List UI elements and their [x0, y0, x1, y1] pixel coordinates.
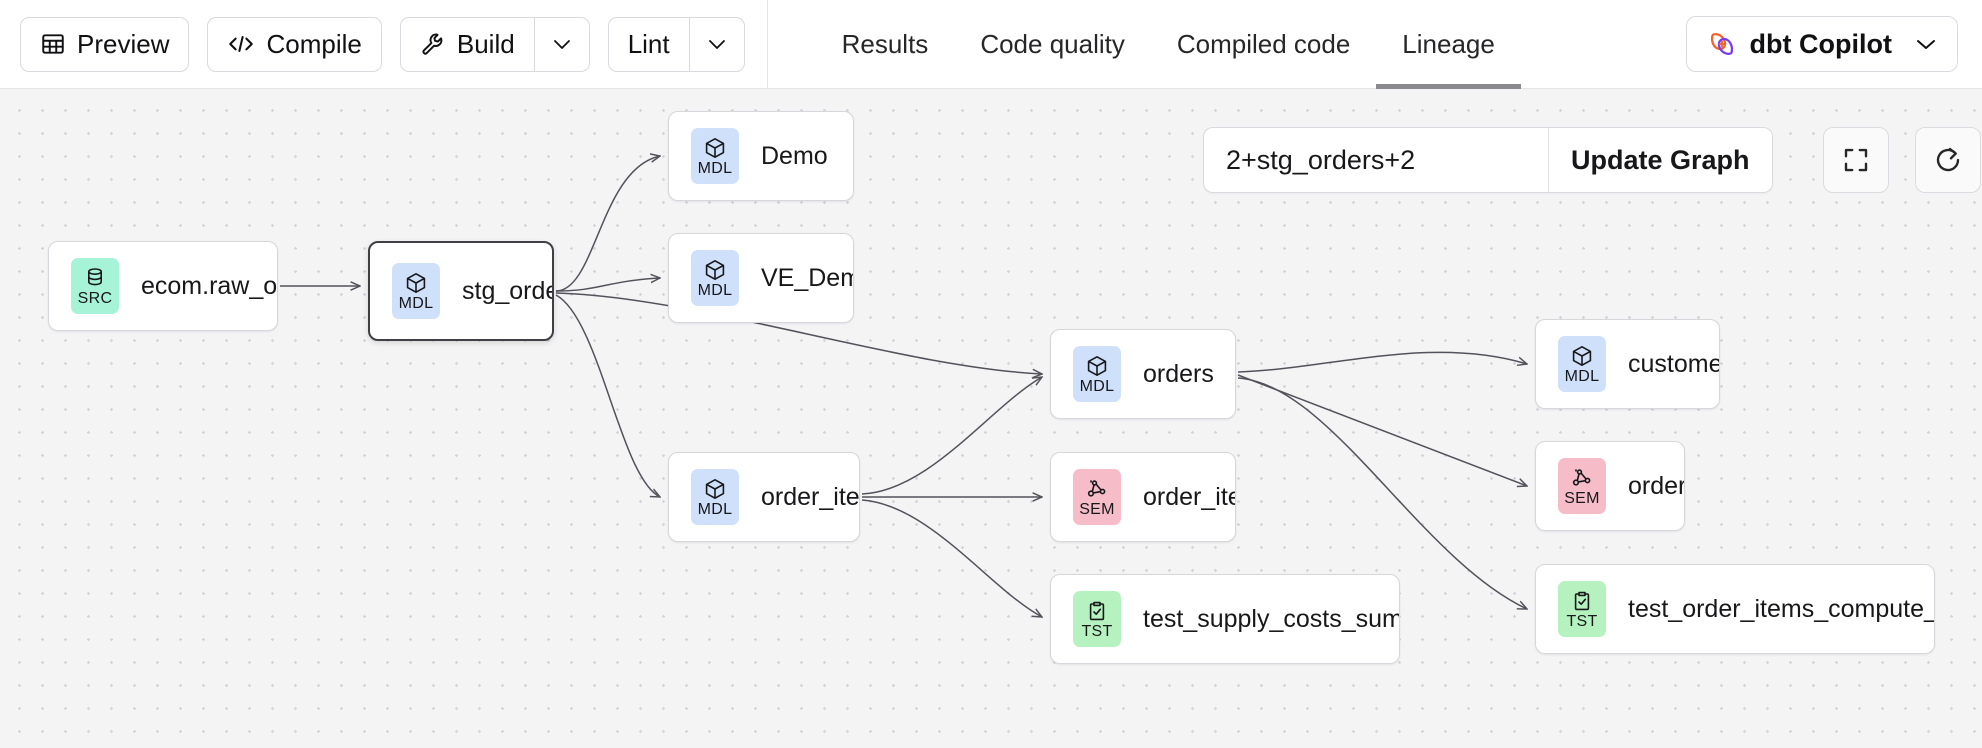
lineage-node-orders_sem[interactable]: SEM orders — [1535, 441, 1685, 531]
lint-button-label: Lint — [627, 28, 670, 59]
node-type-badge-tst: TST — [1558, 581, 1606, 637]
toolbar-divider — [766, 0, 768, 89]
refresh-button[interactable] — [1914, 127, 1981, 193]
cube-icon — [703, 258, 727, 282]
cube-icon — [1085, 354, 1109, 378]
refresh-icon — [1933, 145, 1963, 175]
node-label: stg_orders — [462, 276, 552, 305]
lineage-node-demo[interactable]: MDL Demo — [668, 111, 854, 201]
node-label: orders — [1628, 471, 1684, 500]
chevron-down-icon — [707, 37, 727, 51]
node-label: customers — [1628, 349, 1719, 378]
node-type-badge-tst: TST — [1073, 591, 1121, 647]
dbt-copilot-label: dbt Copilot — [1749, 28, 1892, 59]
fullscreen-button[interactable] — [1822, 127, 1889, 193]
lineage-canvas[interactable]: Update Graph SRCecom.raw_ordersMDLstg_or… — [0, 89, 1982, 748]
node-type-label: MDL — [697, 159, 733, 177]
result-pane-tabs: Results Code quality Compiled code Linea… — [768, 0, 1521, 89]
dbt-copilot-logo-icon — [1707, 29, 1737, 59]
tab-code-quality[interactable]: Code quality — [954, 0, 1151, 89]
database-icon — [83, 266, 107, 290]
node-type-label: SEM — [1564, 489, 1600, 507]
cube-icon — [703, 477, 727, 501]
node-selector-input[interactable] — [1204, 128, 1548, 192]
tab-compiled-code-label: Compiled code — [1176, 28, 1351, 59]
cube-icon — [404, 271, 428, 295]
lineage-node-order_item_sem[interactable]: SEM order_item — [1050, 452, 1236, 542]
tab-lineage[interactable]: Lineage — [1376, 0, 1521, 89]
node-type-badge-mdl: MDL — [691, 128, 739, 184]
node-type-badge-src: SRC — [71, 258, 119, 314]
preview-button[interactable]: Preview — [20, 16, 190, 72]
lineage-node-test_supply[interactable]: TST test_supply_costs_sum_correctly — [1050, 574, 1400, 664]
semantic-graph-icon — [1570, 466, 1594, 490]
cube-icon — [1570, 344, 1594, 368]
node-label: order_item — [1143, 482, 1235, 511]
tab-results[interactable]: Results — [816, 0, 955, 89]
tab-code-quality-label: Code quality — [980, 28, 1125, 59]
table-icon — [40, 31, 66, 57]
lint-dropdown-toggle[interactable] — [688, 16, 745, 72]
node-type-label: MDL — [1079, 377, 1115, 395]
cube-icon — [703, 136, 727, 160]
toolbar-right-group: dbt Copilot — [1685, 16, 1982, 72]
fullscreen-icon — [1841, 145, 1871, 175]
build-dropdown-toggle[interactable] — [533, 16, 590, 72]
build-split-button: Build — [399, 16, 590, 72]
lineage-node-stg_orders[interactable]: MDL stg_orders — [368, 241, 554, 341]
editor-action-buttons: Preview Compile Build — [0, 0, 767, 88]
chevron-down-icon — [1915, 37, 1937, 51]
node-type-badge-sem: SEM — [1558, 458, 1606, 514]
node-type-label: MDL — [697, 281, 733, 299]
node-type-label: MDL — [697, 500, 733, 518]
lineage-node-order_items[interactable]: MDL order_items — [668, 452, 860, 542]
compile-button-label: Compile — [266, 28, 362, 59]
node-type-badge-mdl: MDL — [1558, 336, 1606, 392]
lineage-graph-controls: Update Graph — [1203, 127, 1981, 193]
node-label: order_items — [761, 482, 859, 511]
node-label: test_order_items_compute_to_bools_c... — [1628, 594, 1934, 623]
node-type-label: MDL — [1564, 367, 1600, 385]
node-label: Demo — [761, 141, 828, 170]
top-toolbar: Preview Compile Build — [0, 0, 1982, 89]
node-type-badge-mdl: MDL — [691, 469, 739, 525]
clipboard-check-icon — [1085, 599, 1109, 623]
node-type-badge-sem: SEM — [1073, 469, 1121, 525]
node-type-badge-mdl: MDL — [691, 250, 739, 306]
lineage-node-ecom_raw_orders[interactable]: SRC ecom.raw_orders — [48, 241, 278, 331]
chevron-down-icon — [552, 37, 572, 51]
lineage-node-orders_mdl[interactable]: MDL orders — [1050, 329, 1236, 419]
tab-compiled-code[interactable]: Compiled code — [1151, 0, 1376, 89]
node-label: ecom.raw_orders — [141, 271, 277, 300]
node-type-badge-mdl: MDL — [392, 263, 440, 319]
node-type-label: TST — [1081, 622, 1113, 640]
node-type-label: SRC — [77, 289, 113, 307]
semantic-graph-icon — [1085, 477, 1109, 501]
preview-button-label: Preview — [77, 28, 170, 59]
node-selector-group: Update Graph — [1203, 127, 1773, 193]
build-button-label: Build — [456, 28, 515, 59]
node-type-badge-mdl: MDL — [1073, 346, 1121, 402]
node-type-label: SEM — [1079, 500, 1115, 518]
dbt-copilot-button[interactable]: dbt Copilot — [1685, 16, 1958, 72]
compile-button[interactable]: Compile — [207, 16, 382, 72]
node-label: orders — [1143, 359, 1214, 388]
lineage-node-ve_demo[interactable]: MDL VE_Demo — [668, 233, 854, 323]
build-button[interactable]: Build — [399, 16, 534, 72]
clipboard-check-icon — [1570, 589, 1594, 613]
lineage-node-test_order_items[interactable]: TST test_order_items_compute_to_bools_c..… — [1535, 564, 1935, 654]
node-label: VE_Demo — [761, 263, 853, 292]
lint-split-button: Lint — [607, 16, 745, 72]
code-brackets-icon — [227, 31, 255, 57]
wrench-icon — [420, 31, 446, 57]
node-type-label: MDL — [398, 294, 434, 312]
lint-button[interactable]: Lint — [607, 16, 689, 72]
lineage-node-customers[interactable]: MDL customers — [1535, 319, 1720, 409]
tab-results-label: Results — [841, 28, 929, 59]
node-label: test_supply_costs_sum_correctly — [1143, 604, 1399, 633]
update-graph-button[interactable]: Update Graph — [1548, 128, 1772, 192]
tab-lineage-label: Lineage — [1402, 28, 1495, 59]
node-type-label: TST — [1566, 612, 1598, 630]
